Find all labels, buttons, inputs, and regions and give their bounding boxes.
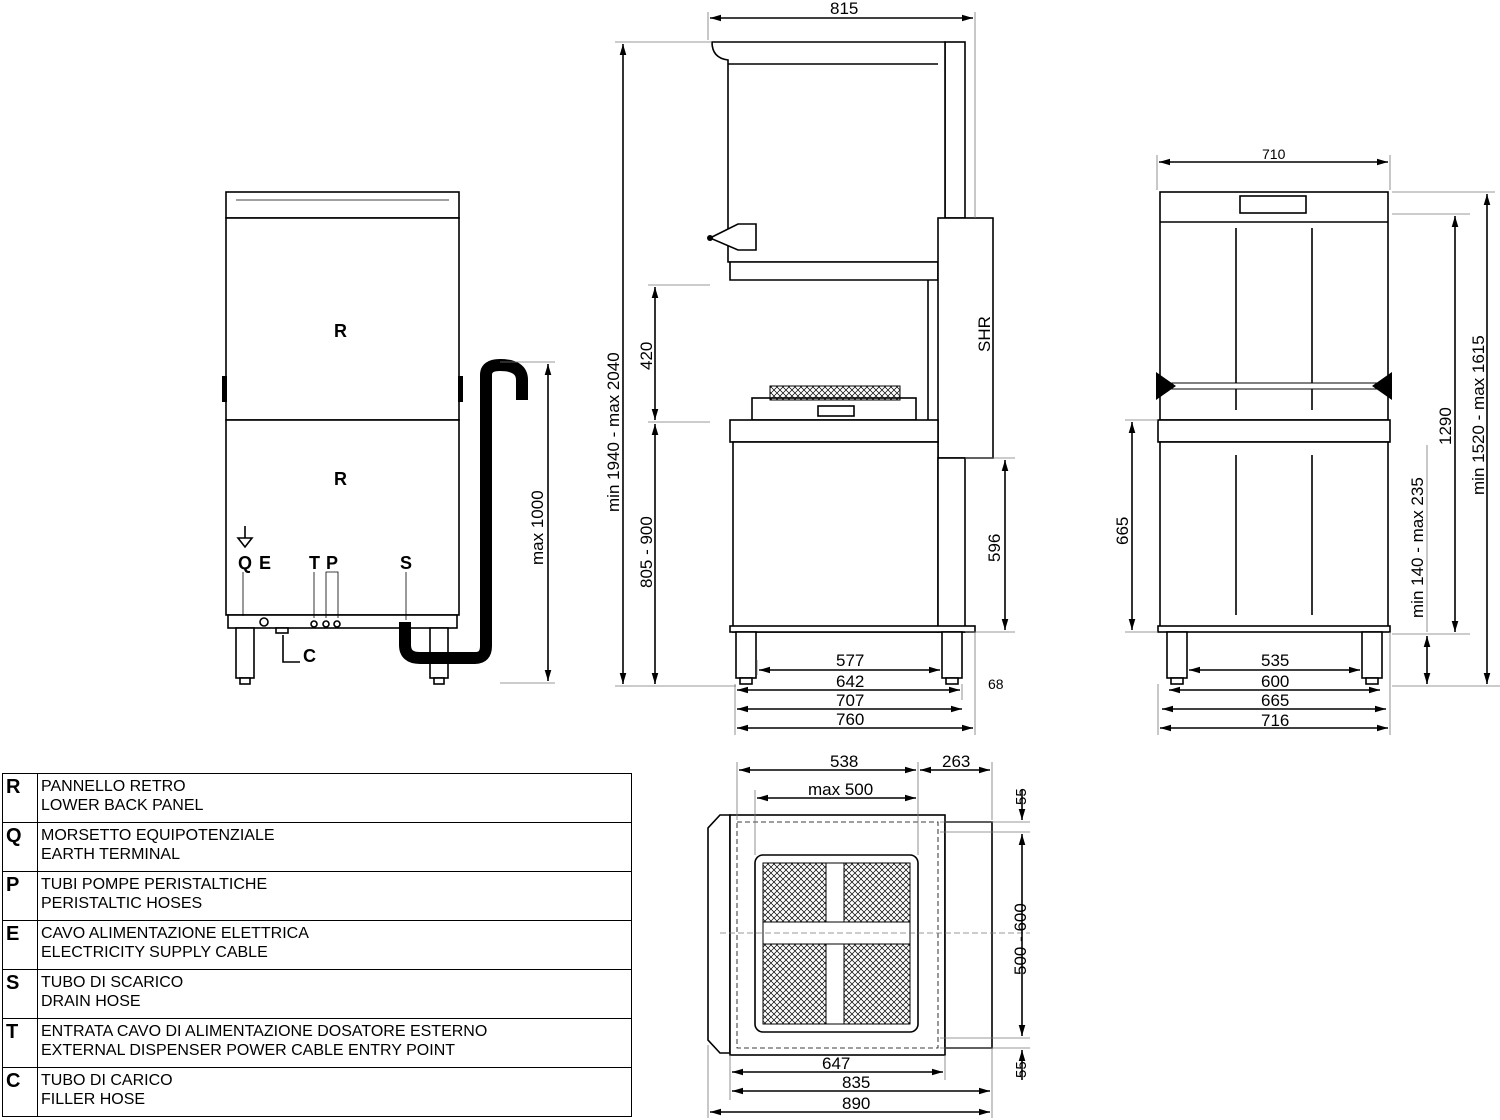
legend-key: Q [2, 822, 38, 872]
upper-back-panel [225, 217, 460, 421]
dimension-label: 500 - 600 [1011, 903, 1030, 975]
dimension-label: max 500 [808, 780, 873, 799]
dimension-label: 665 [1113, 517, 1132, 545]
legend-text-it: MORSETTO EQUIPOTENZIALE [41, 827, 275, 844]
column-outline [944, 821, 993, 1049]
dimension-label: 642 [836, 672, 864, 691]
legend-text-it: PANNELLO RETRO [41, 778, 186, 795]
top-view: 538 263 max 500 55 500 - 600 55 647 835 … [707, 752, 1030, 1118]
lower-back-panel [225, 419, 460, 616]
dimension-label: min 1520 - max 1615 [1469, 335, 1488, 495]
dimension-label: 707 [836, 691, 864, 710]
rear-view: R R Q E T P S C max 1000 [222, 191, 555, 685]
legend-text-en: LOWER BACK PANEL [41, 797, 204, 814]
dimension-label: 760 [836, 710, 864, 729]
dimension-label: max 1000 [528, 490, 547, 565]
earth-symbol-icon [236, 526, 254, 549]
legend-text-en: DRAIN HOSE [41, 993, 141, 1010]
filler-label: C [303, 646, 316, 666]
legend-text-en: FILLER HOSE [41, 1091, 146, 1108]
connection-label-t: T [309, 553, 320, 573]
dimension-label: 890 [842, 1094, 870, 1113]
legend-text-it: ENTRATA CAVO DI ALIMENTAZIONE DOSATORE E… [41, 1023, 488, 1040]
legend-key: T [2, 1018, 38, 1068]
dimension-label: 835 [842, 1073, 870, 1092]
dimension-label: 55 [1013, 1061, 1030, 1078]
handle-left [1156, 372, 1176, 400]
dimension-label: 1290 [1436, 407, 1455, 445]
panel-label: R [334, 321, 347, 341]
dimension-label: 710 [1262, 146, 1286, 162]
dimension-label: 535 [1261, 651, 1289, 670]
legend-key: P [2, 871, 38, 921]
legend-text-en: EARTH TERMINAL [41, 846, 180, 863]
legend-text-en: EXTERNAL DISPENSER POWER CABLE ENTRY POI… [41, 1042, 456, 1059]
front-view: 710 665 min 1520 - max 1615 1290 min 140… [1113, 146, 1500, 735]
top-frame [225, 191, 460, 219]
dimension-label: 55 [1013, 788, 1030, 805]
display [1239, 195, 1307, 214]
connection-label-p: P [326, 553, 338, 573]
dimension-label: 665 [1261, 691, 1289, 710]
side-view: SHR 815 min 1940 - max 2040 420 805 - 90… [604, 0, 1015, 735]
connection-label-e: E [259, 553, 271, 573]
dimension-label: 68 [988, 676, 1004, 692]
legend-text-en: PERISTALTIC HOSES [41, 895, 203, 912]
dimension-label: 420 [637, 342, 656, 370]
column-label: SHR [975, 316, 994, 352]
lower-cabinet [732, 441, 939, 633]
dimension-label: 805 - 900 [637, 516, 656, 588]
legend-key: R [2, 773, 38, 823]
panel-label: R [334, 469, 347, 489]
foot [235, 627, 255, 679]
dimension-label: 596 [985, 534, 1004, 562]
connection-label-s: S [400, 553, 412, 573]
dimension-label: 647 [822, 1054, 850, 1073]
legend-key: S [2, 969, 38, 1019]
dimension-label: min 1940 - max 2040 [604, 352, 623, 512]
legend-key: C [2, 1067, 38, 1117]
handle-right [1372, 372, 1392, 400]
hood-handle [708, 223, 757, 251]
legend-text-it: TUBO DI CARICO [41, 1072, 173, 1089]
dimension-label: 538 [830, 752, 858, 771]
dimension-label: 577 [836, 651, 864, 670]
legend-text-it: CAVO ALIMENTAZIONE ELETTRICA [41, 925, 309, 942]
legend-key: E [2, 920, 38, 970]
dimension-label: 716 [1261, 711, 1289, 730]
lower-cabinet [1159, 441, 1389, 631]
dimension-label: 815 [830, 0, 858, 18]
dimension-label: 263 [942, 752, 970, 771]
legend-text-it: TUBO DI SCARICO [41, 974, 184, 991]
connection-label-q: Q [238, 553, 252, 573]
legend-text-it: TUBI POMPE PERISTALTICHE [41, 876, 268, 893]
dimension-label: min 140 - max 235 [1408, 477, 1427, 618]
legend-text-en: ELECTRICITY SUPPLY CABLE [41, 944, 268, 961]
dimension-label: 600 [1261, 672, 1289, 691]
